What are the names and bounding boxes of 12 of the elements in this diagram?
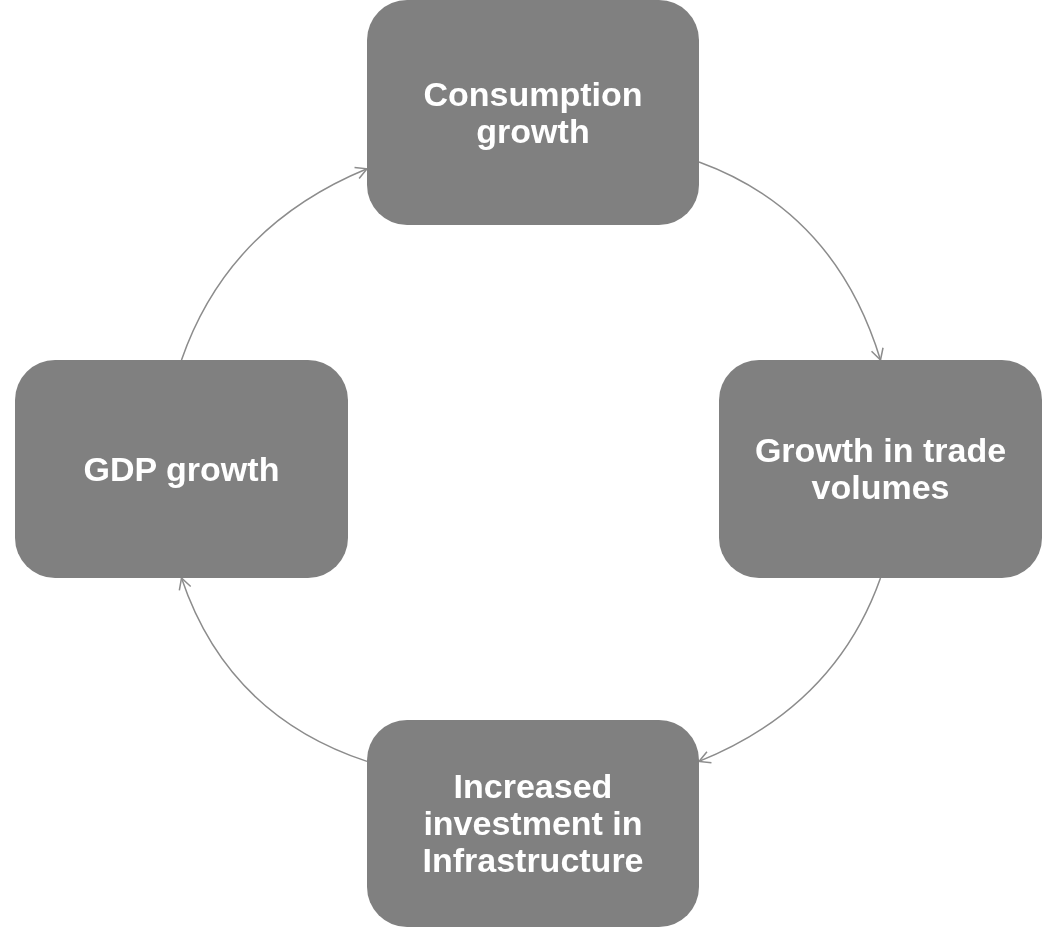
curved-arrow: [180, 167, 368, 361]
curved-arrow: [179, 577, 368, 763]
curved-arrow: [698, 577, 882, 764]
curved-arrow: [698, 161, 884, 361]
process-box: [367, 0, 699, 225]
box-label: GDP growth: [83, 450, 280, 488]
box-label: Growth in trade volumes: [753, 432, 1008, 506]
box-label: Consumption growth: [422, 75, 644, 150]
process-box: [719, 360, 1042, 578]
box-label: Increased investment in Infrastructure: [421, 768, 645, 879]
process-box: [367, 720, 699, 927]
process-box: [15, 360, 348, 578]
